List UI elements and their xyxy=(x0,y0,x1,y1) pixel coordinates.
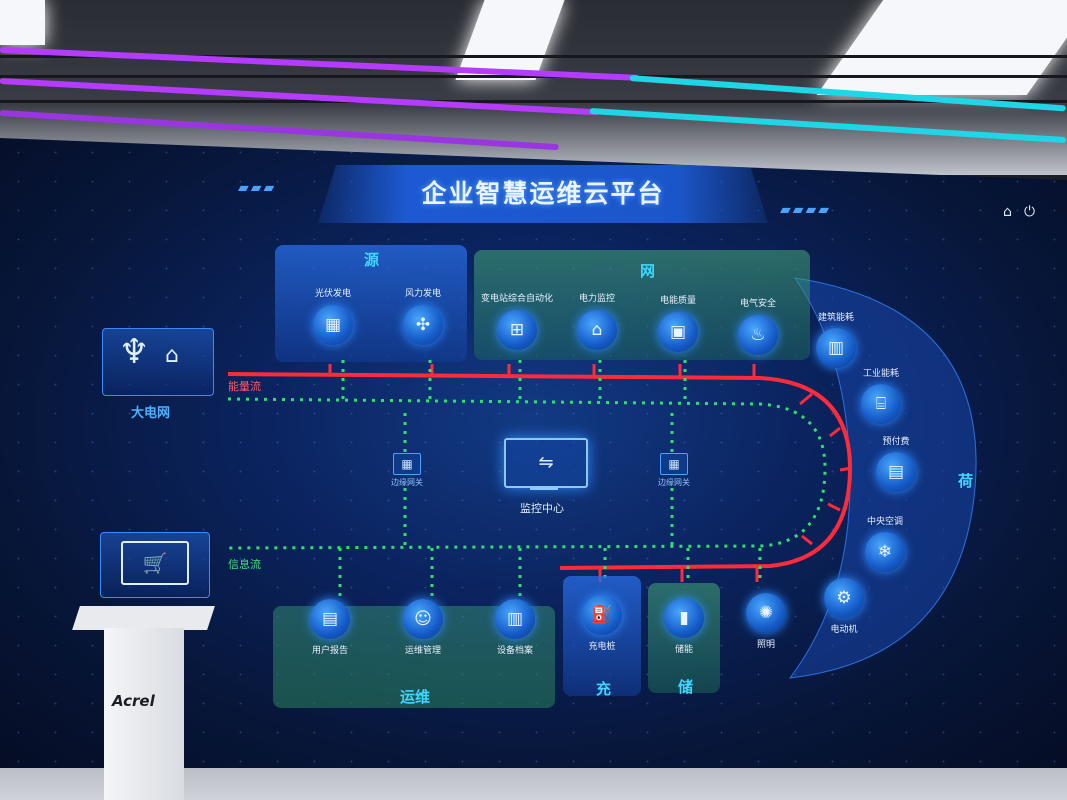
node-power-monitor[interactable]: 电力监控 ⌂ xyxy=(567,291,627,354)
power-quality-icon: ▣ xyxy=(658,312,698,352)
edge-gateway-left-label: 边缘网关 xyxy=(391,478,423,487)
ops-label: 运维 xyxy=(400,688,431,706)
storage-label: 储 xyxy=(678,678,694,696)
substation-icon: ⊞ xyxy=(497,310,537,350)
building-icon: ▥ xyxy=(816,328,856,368)
monitor-stand xyxy=(530,486,558,490)
node-fire-safety[interactable]: 电气安全 ♨ xyxy=(728,296,788,359)
edge-gateway-right-label: 边缘网关 xyxy=(658,478,690,487)
node-ops-management-label: 运维管理 xyxy=(404,646,441,656)
source-panel xyxy=(275,245,467,362)
title-banner xyxy=(318,165,768,223)
energy-flow-ticks xyxy=(328,364,853,582)
energy-flow-label: 能量流 xyxy=(228,380,261,393)
node-wind-label: 风力发电 xyxy=(404,289,441,299)
node-air-conditioner[interactable]: 中央空调 ❄ xyxy=(857,514,913,576)
node-building[interactable]: 建筑能耗 ▥ xyxy=(808,310,864,372)
source-label: 源 xyxy=(364,251,380,269)
ceiling-light xyxy=(0,0,45,45)
node-factory[interactable]: 工业能耗 ⌸ xyxy=(853,366,909,428)
monitor-center-icon[interactable]: ⇋ xyxy=(504,438,588,488)
ceiling-slat xyxy=(0,100,1067,103)
archive-icon: ▥ xyxy=(495,599,535,639)
ceiling-slat xyxy=(0,75,1067,78)
info-flow-lines xyxy=(227,360,827,598)
ceiling-light xyxy=(816,0,1067,95)
node-power-quality[interactable]: 电能质量 ▣ xyxy=(648,293,708,356)
wind-turbine-icon: ✣ xyxy=(403,305,443,345)
factory-icon: ⌸ xyxy=(861,384,901,424)
power-monitor-icon: ⌂ xyxy=(577,310,617,350)
node-charging-pile[interactable]: ⛽ 充电桩 xyxy=(572,595,632,652)
light-bulb-icon: ✺ xyxy=(746,593,786,633)
neon-strip xyxy=(0,78,600,116)
grid-label: 大电网 xyxy=(131,406,171,421)
node-substation[interactable]: 变电站综合自动化 ⊞ xyxy=(478,291,556,354)
edge-gateway-right[interactable]: ▦ 边缘网关 xyxy=(652,453,696,488)
page-title: 企业智慧运维云平台 xyxy=(421,179,665,208)
prepaid-card-icon: ▤ xyxy=(876,452,916,492)
monitor-center-label: 监控中心 xyxy=(520,502,564,515)
node-charging-pile-label: 充电桩 xyxy=(588,642,616,652)
motor-icon: ⚙ xyxy=(824,578,864,618)
charge-label: 充 xyxy=(596,680,612,698)
node-device-archive-label: 设备档案 xyxy=(496,646,533,656)
solar-panel-icon: ▦ xyxy=(313,305,353,345)
podium-brand: Acrel xyxy=(112,692,155,710)
node-power-quality-label: 电能质量 xyxy=(659,296,696,306)
node-user-report[interactable]: ▤ 用户报告 xyxy=(300,599,360,656)
report-icon: ▤ xyxy=(310,599,350,639)
node-prepaid[interactable]: 预付费 ▤ xyxy=(868,434,924,496)
neon-strip xyxy=(589,108,1067,144)
engineer-icon: ☺ xyxy=(403,599,443,639)
node-user-report-label: 用户报告 xyxy=(311,646,348,656)
node-air-conditioner-label: 中央空调 xyxy=(866,517,903,527)
edge-gateway-left[interactable]: ▦ 边缘网关 xyxy=(385,453,429,488)
node-ops-management[interactable]: ☺ 运维管理 xyxy=(393,599,453,656)
right-decoration: ▰▰▰▰ xyxy=(780,202,832,218)
ceiling-slat xyxy=(0,55,1067,58)
air-conditioner-icon: ❄ xyxy=(865,532,905,572)
node-motor[interactable]: ⚙ 电动机 xyxy=(816,578,872,635)
node-power-monitor-label: 电力监控 xyxy=(578,294,615,304)
node-substation-label: 变电站综合自动化 xyxy=(480,294,553,304)
node-device-archive[interactable]: ▥ 设备档案 xyxy=(485,599,545,656)
gateway-icon: ▦ xyxy=(393,453,421,475)
node-lighting[interactable]: ✺ 照明 xyxy=(738,593,794,650)
left-decoration: ▰▰▰ xyxy=(238,180,277,196)
node-factory-label: 工业能耗 xyxy=(862,369,899,379)
charging-pile-icon: ⛽ xyxy=(582,595,622,635)
shopping-cart-icon: 🛒 xyxy=(121,541,189,585)
network-label: 网 xyxy=(640,262,656,280)
home-icon[interactable]: ⌂ xyxy=(1003,204,1012,220)
node-solar-label: 光伏发电 xyxy=(314,289,351,299)
gateway-icon: ▦ xyxy=(660,453,688,475)
node-storage[interactable]: ▮ 储能 xyxy=(654,598,714,655)
house-icon: ⌂ xyxy=(165,343,179,368)
load-label: 荷 xyxy=(958,472,974,490)
node-motor-label: 电动机 xyxy=(830,625,858,635)
node-storage-label: 储能 xyxy=(674,645,693,655)
flow-lines xyxy=(227,360,853,598)
info-flow-label: 信息流 xyxy=(228,558,261,571)
battery-icon: ▮ xyxy=(664,598,704,638)
node-solar[interactable]: 光伏发电 ▦ xyxy=(303,286,363,349)
node-building-label: 建筑能耗 xyxy=(817,313,854,323)
ecommerce-box[interactable]: 🛒 xyxy=(100,532,210,598)
grid-box[interactable]: ♆ ⌂ xyxy=(102,328,214,396)
podium-top xyxy=(72,606,215,630)
podium: Acrel xyxy=(72,606,215,800)
node-lighting-label: 照明 xyxy=(756,640,775,650)
power-icon[interactable]: ⏻ xyxy=(1024,204,1036,220)
transmission-tower-icon: ♆ xyxy=(119,332,150,372)
node-wind[interactable]: 风力发电 ✣ xyxy=(393,286,453,349)
node-fire-safety-label: 电气安全 xyxy=(739,299,776,309)
node-prepaid-label: 预付费 xyxy=(882,437,910,447)
podium-body xyxy=(104,628,184,800)
fire-safety-icon: ♨ xyxy=(738,315,778,355)
